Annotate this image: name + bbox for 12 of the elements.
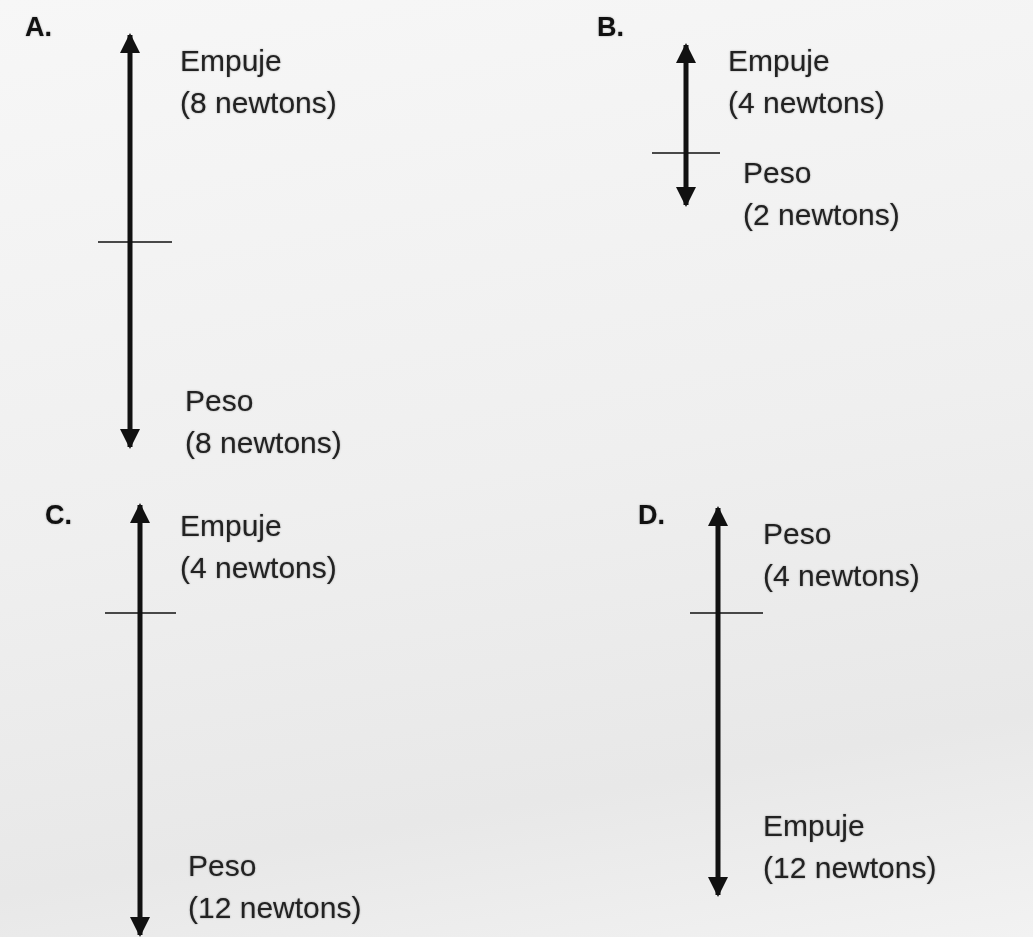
panel-letter: A. [25,12,52,42]
force-label: Peso (2 newtons) [743,155,900,233]
force-label: Empuje (4 newtons) [728,43,885,121]
panel-letter: D. [638,500,665,530]
force-label: Empuje (4 newtons) [180,508,337,586]
panel-letter: B. [597,12,624,42]
force-label: Empuje (8 newtons) [180,43,337,121]
force-label: Peso (8 newtons) [185,383,342,461]
force-label: Empuje (12 newtons) [763,808,937,886]
force-label: Peso (12 newtons) [188,848,362,926]
panel-letter: C. [45,500,72,530]
force-label: Peso (4 newtons) [763,516,920,594]
